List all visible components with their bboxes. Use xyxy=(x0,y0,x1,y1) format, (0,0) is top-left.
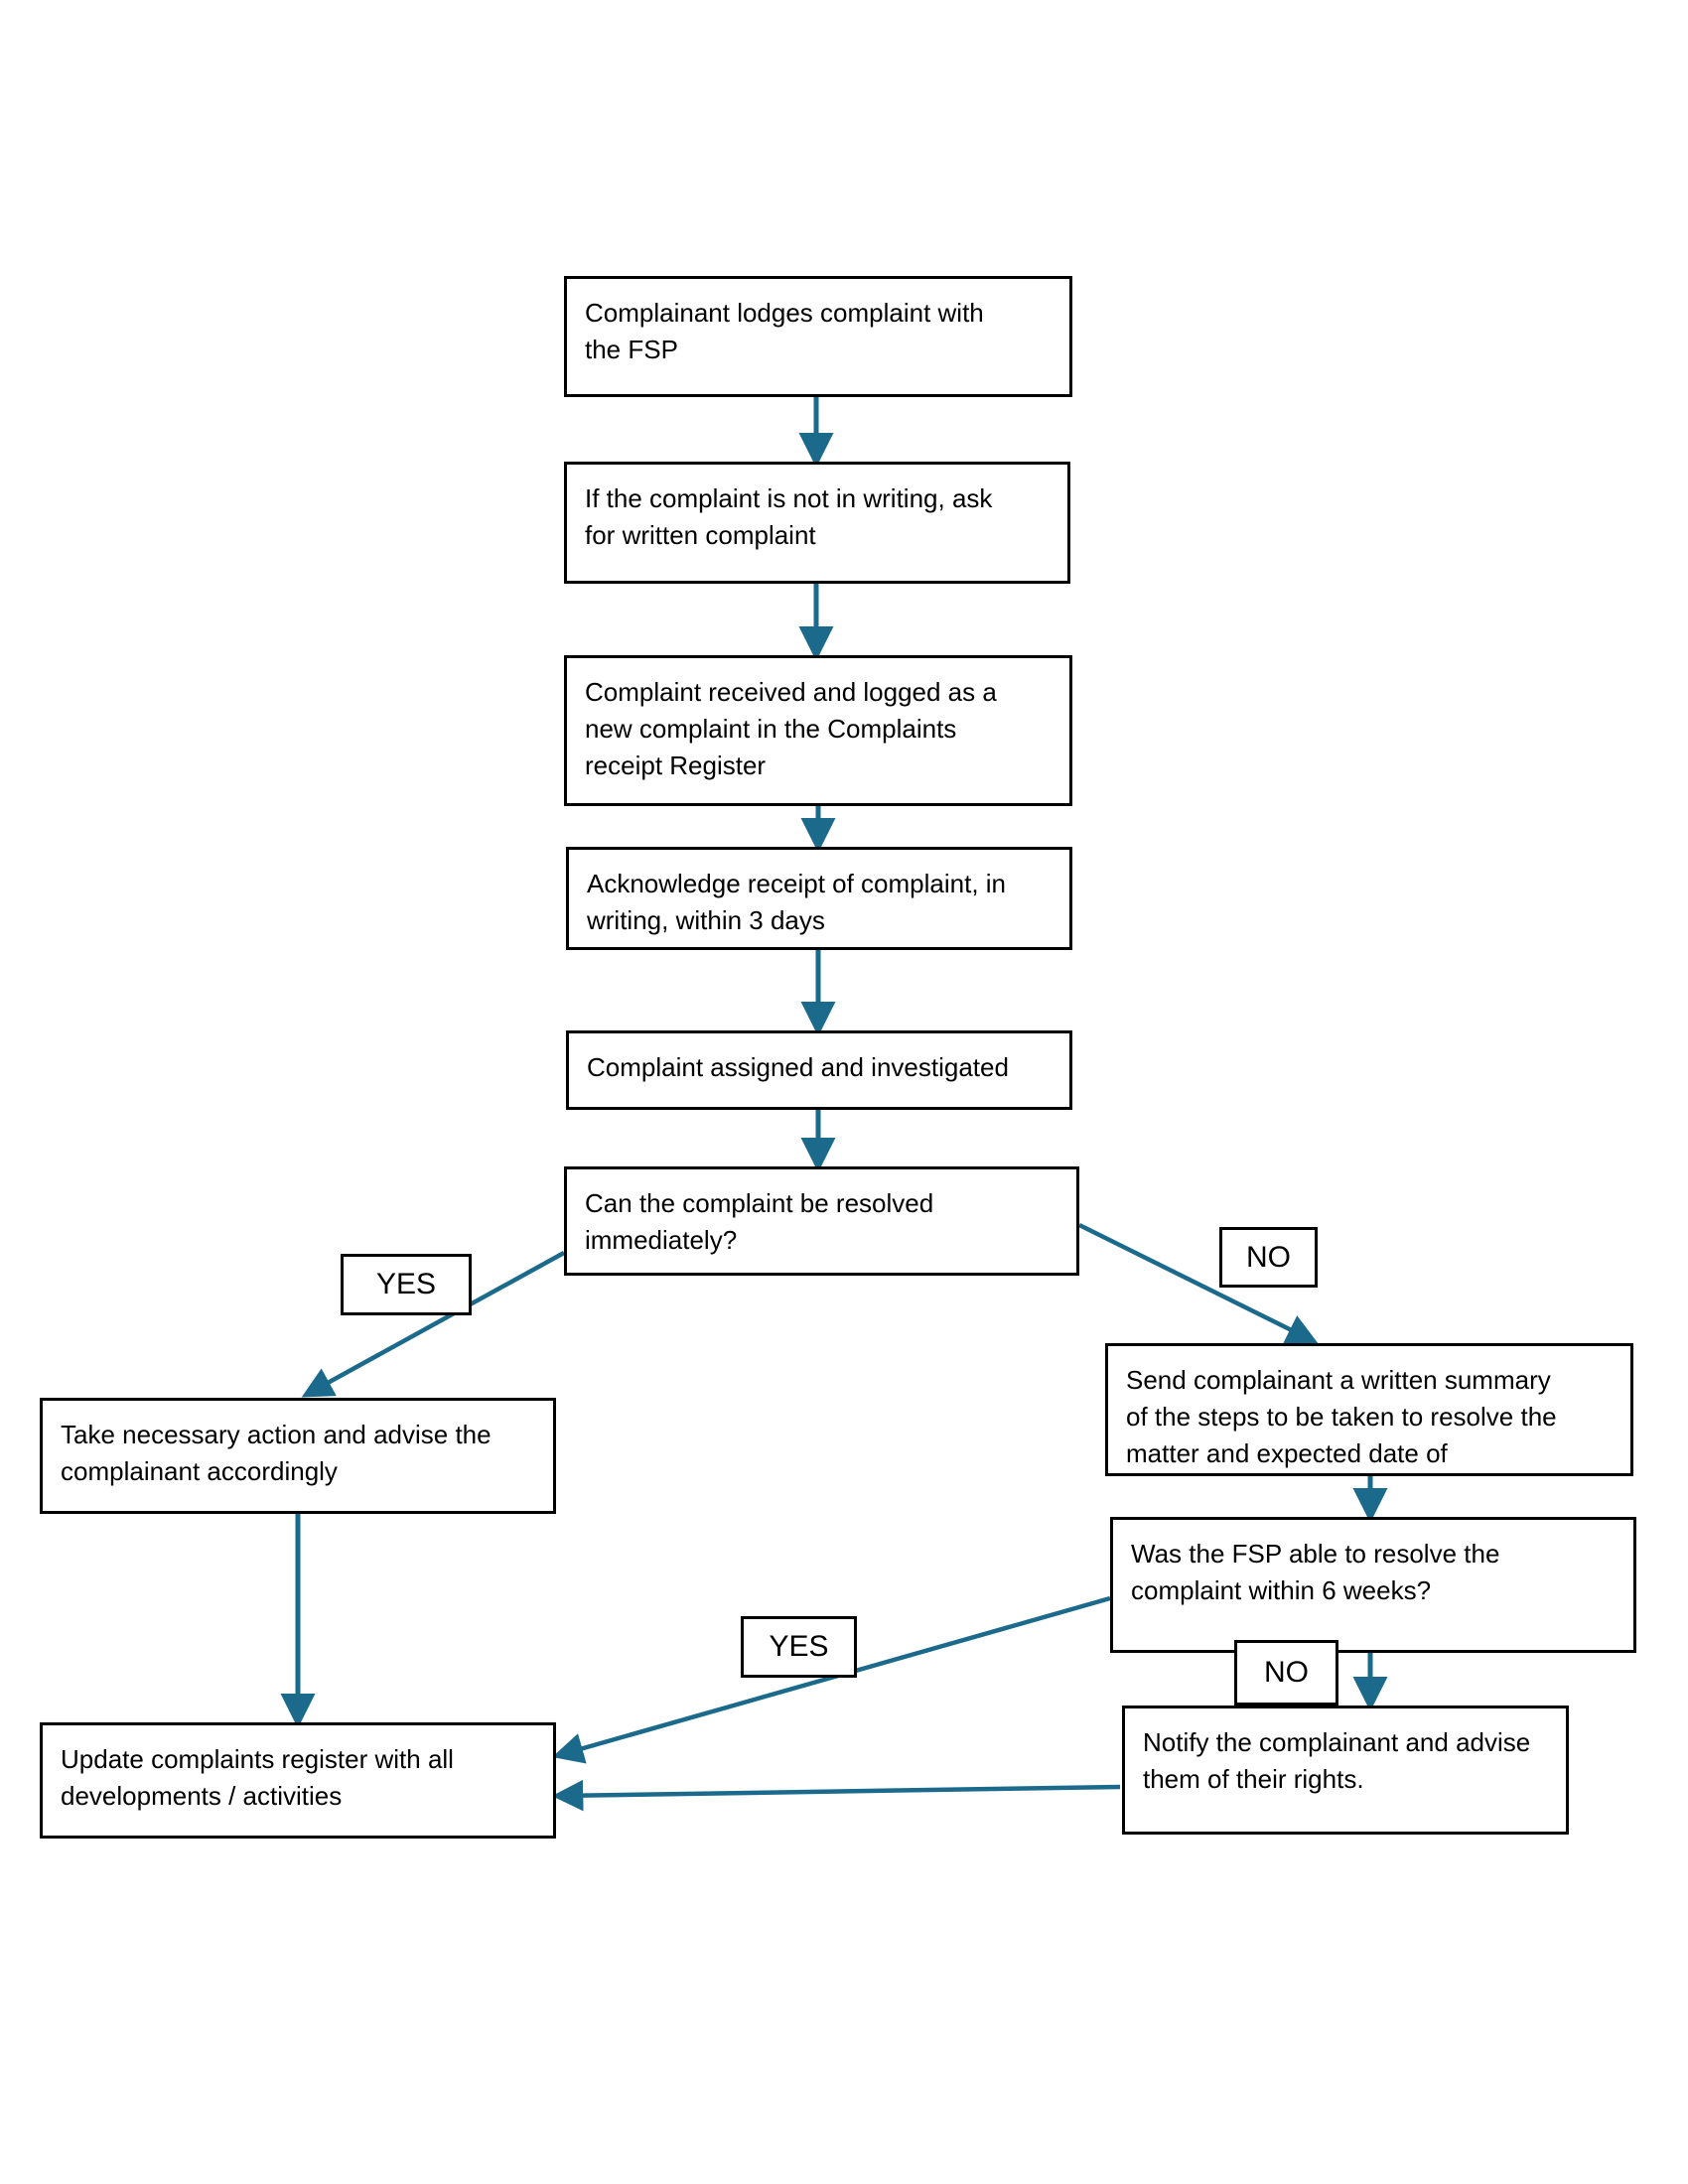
flow-node-written: If the complaint is not in writing, ask … xyxy=(564,462,1070,584)
flow-node-take-action: Take necessary action and advise the com… xyxy=(40,1398,556,1514)
flow-node-lodge: Complainant lodges complaint with the FS… xyxy=(564,276,1072,397)
branch-label-yes-immediate: YES xyxy=(341,1254,472,1315)
flow-node-notify: Notify the complainant and advise them o… xyxy=(1122,1706,1569,1835)
branch-label-no-immediate: NO xyxy=(1219,1227,1318,1288)
flow-edge-notify-to-update xyxy=(551,1779,1121,1812)
flow-node-decision-immediate: Can the complaint be resolved immediatel… xyxy=(564,1166,1079,1276)
flow-node-update-register: Update complaints register with all deve… xyxy=(40,1722,556,1839)
branch-label-yes-6weeks: YES xyxy=(741,1616,857,1678)
branch-label-no-6weeks: NO xyxy=(1234,1640,1338,1706)
flow-node-logged: Complaint received and logged as a new c… xyxy=(564,655,1072,806)
flow-node-decision-6weeks: Was the FSP able to resolve the complain… xyxy=(1110,1517,1636,1653)
flow-node-send-summary: Send complainant a written summary of th… xyxy=(1105,1343,1633,1476)
flow-node-assigned: Complaint assigned and investigated xyxy=(566,1030,1072,1110)
flow-node-acknowledge: Acknowledge receipt of complaint, in wri… xyxy=(566,847,1072,950)
